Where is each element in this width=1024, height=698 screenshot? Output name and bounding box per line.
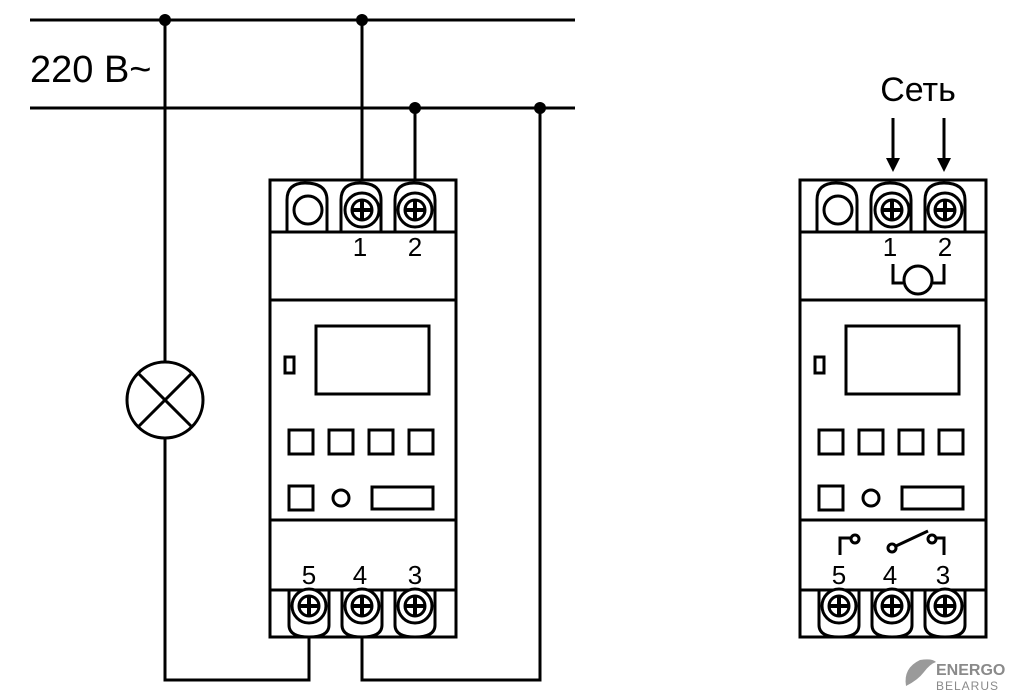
screw-terminal-icon (873, 191, 911, 229)
timer-relay-right (798, 178, 988, 639)
indicator-led (283, 355, 296, 375)
coil-icon (933, 264, 946, 285)
coil-icon (891, 264, 903, 285)
screw-terminal-icon (926, 191, 964, 229)
left-terminal-labels: 1 2 5 4 3 (302, 232, 422, 590)
supply-lines (30, 18, 575, 110)
screw-terminal-icon (343, 191, 381, 229)
watermark-line2: BELARUS (936, 679, 999, 693)
unused-terminal-icon (292, 194, 324, 226)
device-body (268, 178, 458, 639)
leaf-icon (905, 659, 936, 686)
panel-button (817, 428, 845, 456)
screw-terminal-icon (873, 587, 911, 625)
relay-contact-icon (895, 529, 929, 548)
screw-terminal-icon (290, 587, 328, 625)
terminal-number: 2 (938, 232, 952, 262)
coil-icon (902, 264, 934, 296)
panel-button (897, 428, 925, 456)
indicator-led (813, 355, 826, 375)
wires (163, 20, 542, 682)
lcd-display (314, 324, 431, 396)
junction-dot (159, 14, 171, 26)
panel-button (857, 428, 885, 456)
junction-dot (409, 102, 421, 114)
device-body (798, 178, 988, 639)
lamp-icon (125, 360, 205, 440)
right-terminal-labels: 1 2 5 4 3 (832, 232, 952, 590)
panel-button (327, 428, 355, 456)
terminal-number: 1 (883, 232, 897, 262)
supply-arrows (886, 118, 951, 172)
screw-terminal-icon (396, 587, 434, 625)
switch-slot (370, 485, 435, 511)
terminal-number: 4 (353, 560, 367, 590)
terminal-number: 5 (302, 560, 316, 590)
screw-terminal-icon (396, 191, 434, 229)
terminal-number: 1 (353, 232, 367, 262)
panel-button (287, 484, 315, 512)
supply-voltage-label: 220 B~ (30, 49, 152, 91)
panel-button (287, 428, 315, 456)
panel-button (367, 428, 395, 456)
terminal-number: 4 (883, 560, 897, 590)
terminal-number: 3 (936, 560, 950, 590)
relay-contact-icon (838, 536, 850, 555)
screw-terminal-icon (926, 587, 964, 625)
watermark-line1: ENERGO (936, 662, 1005, 679)
wire-lamp-to-terminal-5 (163, 437, 311, 682)
wire-terminal-4 (360, 108, 542, 682)
terminal-number: 2 (408, 232, 422, 262)
screw-terminal-icon (343, 587, 381, 625)
relay-contact-icon (937, 536, 946, 555)
timer-relay-left (268, 178, 458, 639)
panel-button (407, 428, 435, 456)
panel-button (817, 484, 845, 512)
watermark-logo: ENERGO BELARUS (905, 659, 1005, 693)
reset-hole-icon (331, 488, 351, 508)
terminal-number: 5 (832, 560, 846, 590)
network-label: Сеть (880, 71, 956, 109)
junction-dot (356, 14, 368, 26)
unused-terminal-icon (822, 194, 854, 226)
junction-dot (534, 102, 546, 114)
lcd-display (844, 324, 961, 396)
reset-hole-icon (861, 488, 881, 508)
terminal-number: 3 (408, 560, 422, 590)
panel-button (937, 428, 965, 456)
switch-slot (900, 485, 965, 511)
junction-dots (159, 14, 546, 114)
screw-terminal-icon (820, 587, 858, 625)
